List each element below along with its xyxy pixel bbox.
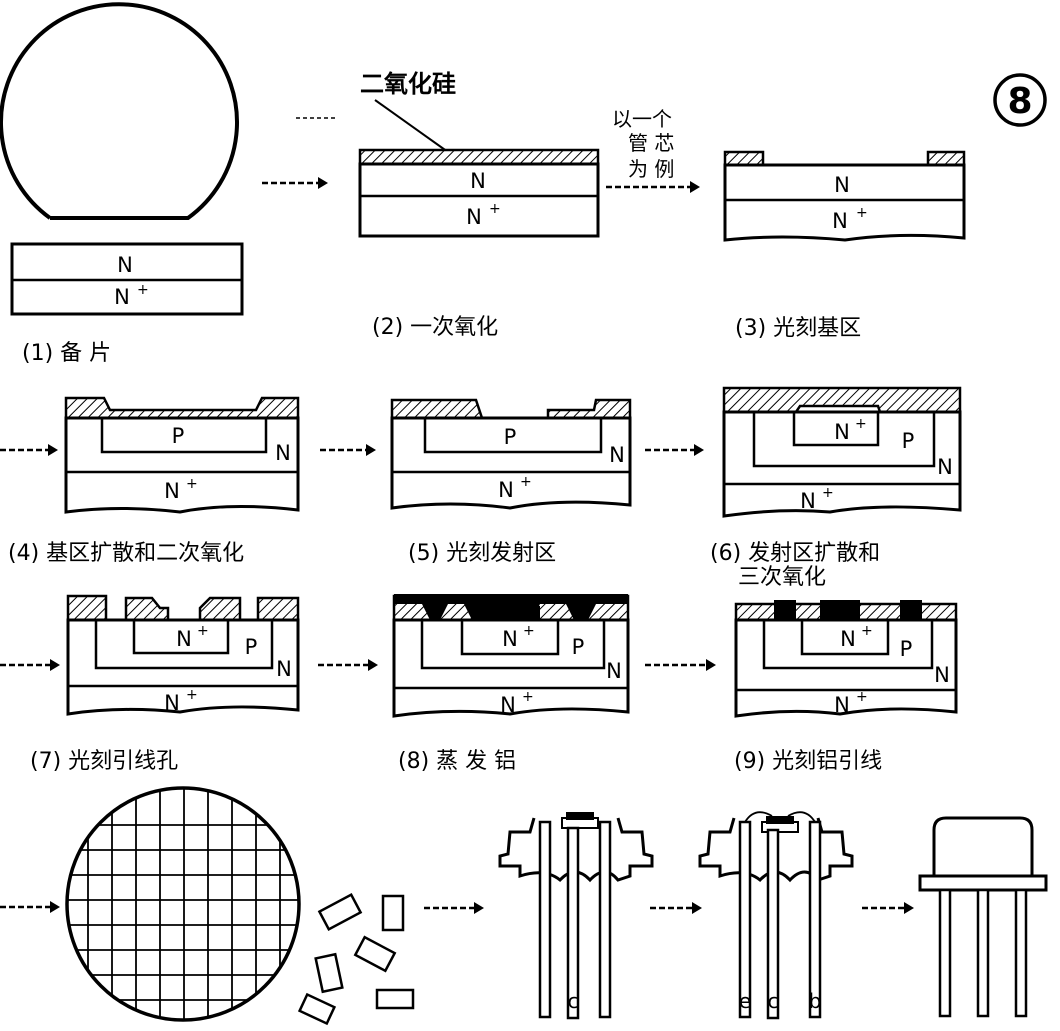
arrow [645, 659, 716, 671]
svg-text:N: N [470, 169, 486, 193]
svg-text:N: N [500, 693, 516, 717]
svg-text:管 芯: 管 芯 [628, 131, 674, 155]
step-7-caption: (7) 光刻引线孔 [30, 749, 178, 774]
svg-text:P: P [572, 635, 585, 659]
figure-number-badge: 8 [993, 73, 1047, 127]
layer-n-label: N [117, 253, 133, 277]
svg-text:N: N [606, 659, 622, 683]
arrow [318, 659, 378, 671]
pin-c-label: c [568, 989, 579, 1013]
step-7-contact-holes: N + P N N + (7) 光刻引线孔 [30, 594, 300, 774]
svg-text:+: + [856, 689, 868, 705]
svg-text:P: P [172, 424, 185, 448]
svg-text:+: + [197, 623, 209, 639]
svg-text:N: N [800, 489, 816, 513]
step-5-emitter-photolithography: P N N + (5) 光刻发射区 [390, 398, 632, 566]
scribed-wafer [65, 786, 301, 1022]
svg-text:+: + [489, 201, 501, 217]
arrow [0, 901, 60, 913]
svg-text:N: N [840, 627, 856, 651]
svg-text:+: + [522, 689, 534, 705]
svg-text:N: N [937, 455, 953, 479]
svg-text:+: + [855, 416, 867, 432]
svg-text:N: N [834, 693, 850, 717]
svg-text:+: + [523, 623, 535, 639]
svg-text:+: + [186, 476, 198, 492]
svg-text:+: + [186, 687, 198, 703]
svg-text:P: P [900, 637, 913, 661]
step-1-caption: (1) 备 片 [22, 341, 111, 366]
step-3-base-photolithography: N N + (3) 光刻基区 [723, 150, 966, 341]
step-6-caption-line2: 三次氧化 [738, 565, 826, 590]
step-8-aluminum-evaporation: N + P N N + (8) 蒸 发 铝 [392, 594, 630, 774]
svg-text:以一个: 以一个 [612, 107, 672, 131]
step-2-first-oxidation: 二氧化硅 N N + (2) 一次氧化 [358, 70, 600, 340]
step-2-caption: (2) 一次氧化 [372, 315, 498, 340]
step-9-aluminum-leads: N + P N N + (9) 光刻铝引线 [734, 600, 958, 774]
svg-text:N: N [834, 420, 850, 444]
step-6-caption: (6) 发射区扩散和 [710, 541, 880, 566]
svg-text:N: N [934, 663, 950, 687]
svg-text:N: N [498, 478, 514, 502]
step-4-base-diffusion: P N N + (4) 基区扩散和二次氧化 [8, 396, 300, 566]
svg-text:N: N [276, 657, 292, 681]
svg-text:P: P [504, 425, 517, 449]
packaged-transistor [918, 816, 1048, 1018]
arrow [0, 659, 60, 671]
svg-text:N: N [275, 441, 291, 465]
svg-text:+: + [822, 485, 834, 501]
svg-text:+: + [137, 282, 149, 298]
svg-text:N: N [164, 691, 180, 715]
oxide-label: 二氧化硅 [360, 70, 456, 98]
separated-dice [297, 893, 415, 1026]
svg-text:N: N [176, 627, 192, 651]
step-3-caption: (3) 光刻基区 [735, 316, 861, 341]
svg-text:8: 8 [1007, 81, 1032, 122]
svg-text:P: P [245, 635, 258, 659]
arrow [862, 902, 914, 914]
svg-text:N: N [502, 627, 518, 651]
layer-nplus-label: N [114, 285, 130, 309]
svg-text:N: N [832, 209, 848, 233]
svg-text:N: N [466, 205, 482, 229]
pin-b-label: b [809, 989, 822, 1013]
wafer-circle [0, 2, 239, 220]
svg-text:+: + [861, 623, 873, 639]
svg-text:P: P [902, 429, 915, 453]
die-bonding-header: c [498, 812, 654, 1020]
svg-text:N: N [164, 479, 180, 503]
side-note: 以一个 管 芯 为 例 [606, 107, 700, 193]
svg-text:N: N [834, 173, 850, 197]
wire-bonded-header: e c b [698, 811, 854, 1020]
arrow [320, 444, 376, 456]
pin-e-label: e [739, 989, 751, 1013]
svg-text:为 例: 为 例 [628, 157, 674, 181]
step-6-emitter-diffusion: N + P N N + (6) 发射区扩散和 三次氧化 [710, 386, 962, 590]
step-8-caption: (8) 蒸 发 铝 [398, 749, 516, 774]
pin-c-label: c [768, 989, 779, 1013]
step-1-wafer-prep: N N + (1) 备 片 [0, 2, 244, 366]
arrow [424, 902, 484, 914]
arrow [0, 444, 58, 456]
svg-text:+: + [520, 474, 532, 490]
step-9-caption: (9) 光刻铝引线 [734, 749, 882, 774]
step-4-caption: (4) 基区扩散和二次氧化 [8, 541, 244, 566]
svg-text:N: N [609, 443, 625, 467]
svg-text:+: + [856, 205, 868, 221]
step-5-caption: (5) 光刻发射区 [408, 541, 556, 566]
arrow [650, 902, 702, 914]
arrow [645, 444, 704, 456]
arrow [262, 177, 328, 189]
